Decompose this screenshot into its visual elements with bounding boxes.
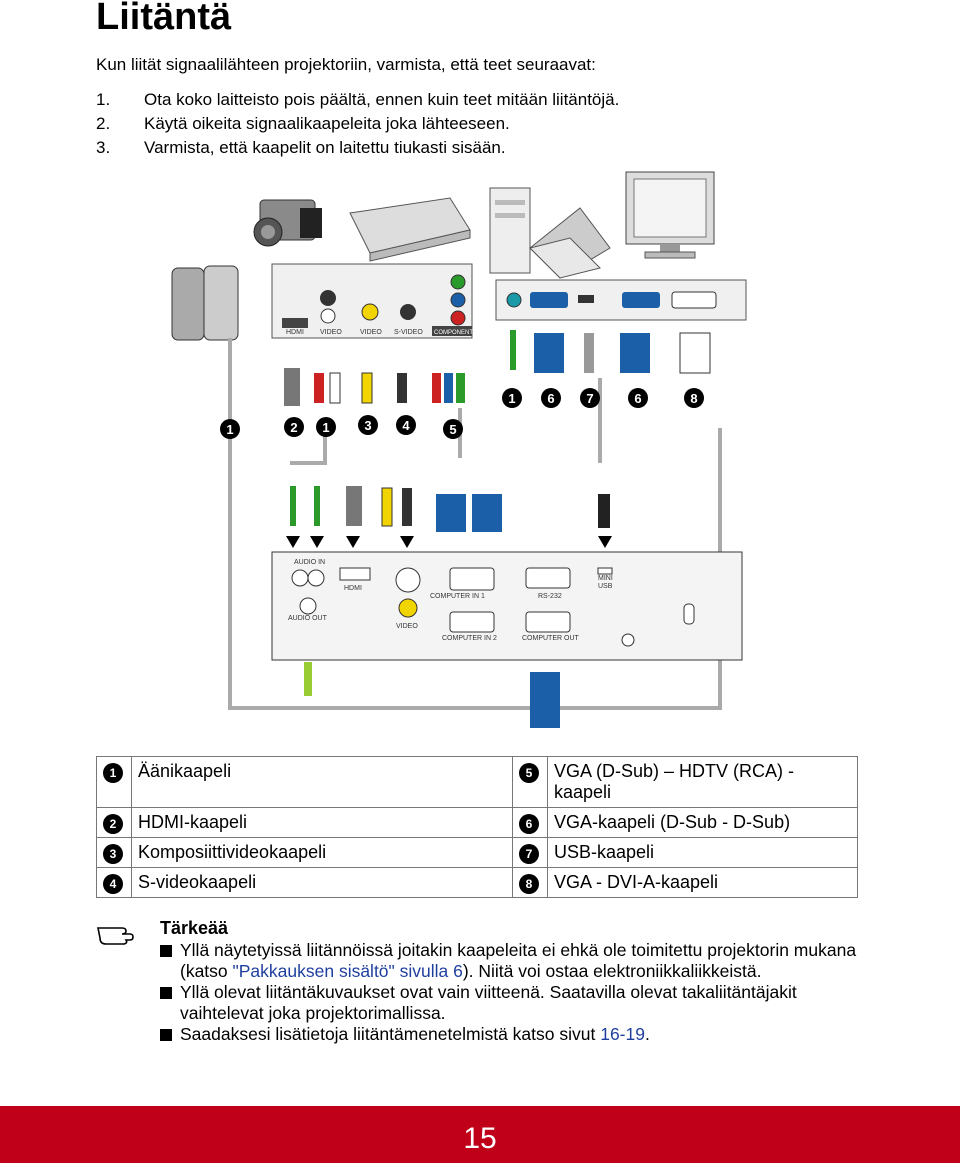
- desktop-tower-icon: [489, 187, 531, 274]
- source-port-label: HDMI: [286, 329, 304, 336]
- note-title: Tärkeää: [160, 918, 229, 938]
- legend-badge: 6: [519, 814, 539, 834]
- callout-label: 2: [290, 420, 297, 435]
- port-label: VIDEO: [396, 623, 418, 630]
- callout-badge: 3: [358, 415, 378, 435]
- vga-out-plug: [530, 702, 560, 728]
- step-number: 2.: [96, 114, 111, 133]
- steps-list: 1. Ota koko laitteisto pois päältä, ennen…: [96, 88, 619, 160]
- computer-port-panel: [495, 279, 747, 321]
- callout-badge: 4: [396, 415, 416, 435]
- step-item: 1. Ota koko laitteisto pois päältä, ennen…: [96, 88, 619, 112]
- port-label: COMPUTER IN 1: [430, 593, 485, 600]
- legend-text: Komposiittivideokaapeli: [131, 837, 513, 868]
- port-label: COMPUTER IN 2: [442, 635, 497, 642]
- legend-badge: 2: [103, 814, 123, 834]
- step-item: 3. Varmista, että kaapelit on laitettu ti…: [96, 136, 619, 160]
- legend-badge: 1: [103, 763, 123, 783]
- callout-label: 5: [449, 422, 456, 437]
- port-label: MINI: [598, 575, 613, 582]
- source-device-panel: HDMI VIDEO VIDEO S-VIDEO COMPONENT: [271, 263, 473, 339]
- legend-text: HDMI-kaapeli: [131, 807, 513, 838]
- note-bullet: Yllä olevat liitäntäkuvaukset ovat vain …: [160, 982, 860, 1024]
- callout-badge: 1: [502, 388, 522, 408]
- legend-row: 3 Komposiittivideokaapeli 7 USB-kaapeli: [96, 837, 858, 868]
- source-port-label: S-VIDEO: [394, 329, 423, 336]
- callout-badge: 6: [541, 388, 561, 408]
- callout-label: 3: [364, 418, 371, 433]
- legend-text: VGA - DVI-A-kaapeli: [547, 867, 858, 898]
- callout-label: 7: [586, 391, 593, 406]
- legend-table: 1 Äänikaapeli 5 VGA (D-Sub) – HDTV (RCA)…: [96, 756, 858, 898]
- audio-out-plug: [304, 662, 312, 696]
- step-text: Käytä oikeita signaalikaapeleita joka lä…: [144, 114, 510, 133]
- port-label: USB: [598, 583, 613, 590]
- port-label: AUDIO OUT: [288, 615, 328, 622]
- dvd-player-icon: [349, 197, 471, 262]
- step-text: Varmista, että kaapelit on laitettu tiuk…: [144, 138, 506, 157]
- connection-diagram: HDMI VIDEO VIDEO S-VIDEO COMPONENT: [171, 171, 747, 728]
- legend-badge: 3: [103, 844, 123, 864]
- callout-badge: 7: [580, 388, 600, 408]
- callout-badge: 1: [220, 419, 240, 439]
- callout-label: 8: [690, 391, 697, 406]
- source-port-label: VIDEO: [320, 329, 342, 336]
- source-port-label: VIDEO: [360, 329, 382, 336]
- cable-set-top: [284, 330, 711, 406]
- cable-set-bottom: [290, 486, 610, 532]
- legend-badge: 5: [519, 763, 539, 783]
- projector-panel: AUDIO IN HDMI COMPUTER IN 1 RS-232 MINI …: [271, 551, 743, 661]
- intro-text: Kun liität signaalilähteen projektoriin,…: [96, 55, 596, 74]
- camcorder-icon: [253, 199, 322, 247]
- legend-row: 1 Äänikaapeli 5 VGA (D-Sub) – HDTV (RCA)…: [96, 756, 858, 808]
- callout-label: 1: [322, 420, 329, 435]
- pointing-hand-icon: [97, 927, 134, 945]
- legend-row: 4 S-videokaapeli 8 VGA - DVI-A-kaapeli: [96, 867, 858, 898]
- legend-badge: 7: [519, 844, 539, 864]
- legend-badge: 4: [103, 874, 123, 894]
- page-title: Liitäntä: [96, 0, 232, 38]
- laptop-icon: [529, 207, 611, 279]
- port-label: HDMI: [344, 585, 362, 592]
- step-item: 2. Käytä oikeita signaalikaapeleita joka …: [96, 112, 619, 136]
- callout-numbers: 1 2 1 3 4 5 1 6 7 6 8: [220, 388, 704, 439]
- step-number: 3.: [96, 138, 111, 157]
- source-port-label: COMPONENT: [434, 330, 473, 336]
- legend-text: S-videokaapeli: [131, 867, 513, 898]
- callout-label: 1: [226, 422, 233, 437]
- legend-text: VGA-kaapeli (D-Sub - D-Sub): [547, 807, 858, 838]
- legend-badge: 8: [519, 874, 539, 894]
- page-link[interactable]: 16-19: [600, 1024, 645, 1044]
- port-label: COMPUTER OUT: [522, 635, 580, 642]
- callout-label: 6: [634, 391, 641, 406]
- step-text: Ota koko laitteisto pois päältä, ennen k…: [144, 90, 620, 109]
- note-bullets: Yllä näytetyissä liitännöissä joitakin k…: [160, 940, 860, 1045]
- callout-label: 4: [402, 418, 410, 433]
- legend-text: Äänikaapeli: [131, 756, 513, 808]
- callout-badge: 6: [628, 388, 648, 408]
- callout-badge: 8: [684, 388, 704, 408]
- callout-badge: 2: [284, 417, 304, 437]
- footer-bar: [0, 1106, 960, 1163]
- port-label: AUDIO IN: [294, 559, 325, 566]
- callout-label: 6: [547, 391, 554, 406]
- page-link[interactable]: "Pakkauksen sisältö" sivulla 6: [232, 961, 463, 981]
- step-number: 1.: [96, 90, 111, 109]
- speakers-icon: [171, 265, 239, 341]
- callout-label: 1: [508, 391, 515, 406]
- vga-out-plug: [530, 672, 560, 702]
- port-label: RS-232: [538, 593, 562, 600]
- callout-badge: 1: [316, 417, 336, 437]
- note-bullet: Yllä näytetyissä liitännöissä joitakin k…: [160, 940, 860, 982]
- page-number: 15: [463, 1122, 497, 1155]
- legend-row: 2 HDMI-kaapeli 6 VGA-kaapeli (D-Sub - D-…: [96, 807, 858, 838]
- monitor-icon: [625, 171, 715, 259]
- legend-text: VGA (D-Sub) – HDTV (RCA) - kaapeli: [547, 756, 858, 808]
- callout-badge: 5: [443, 419, 463, 439]
- note-bullet: Saadaksesi lisätietoja liitäntämenetelmi…: [160, 1024, 860, 1045]
- legend-text: USB-kaapeli: [547, 837, 858, 868]
